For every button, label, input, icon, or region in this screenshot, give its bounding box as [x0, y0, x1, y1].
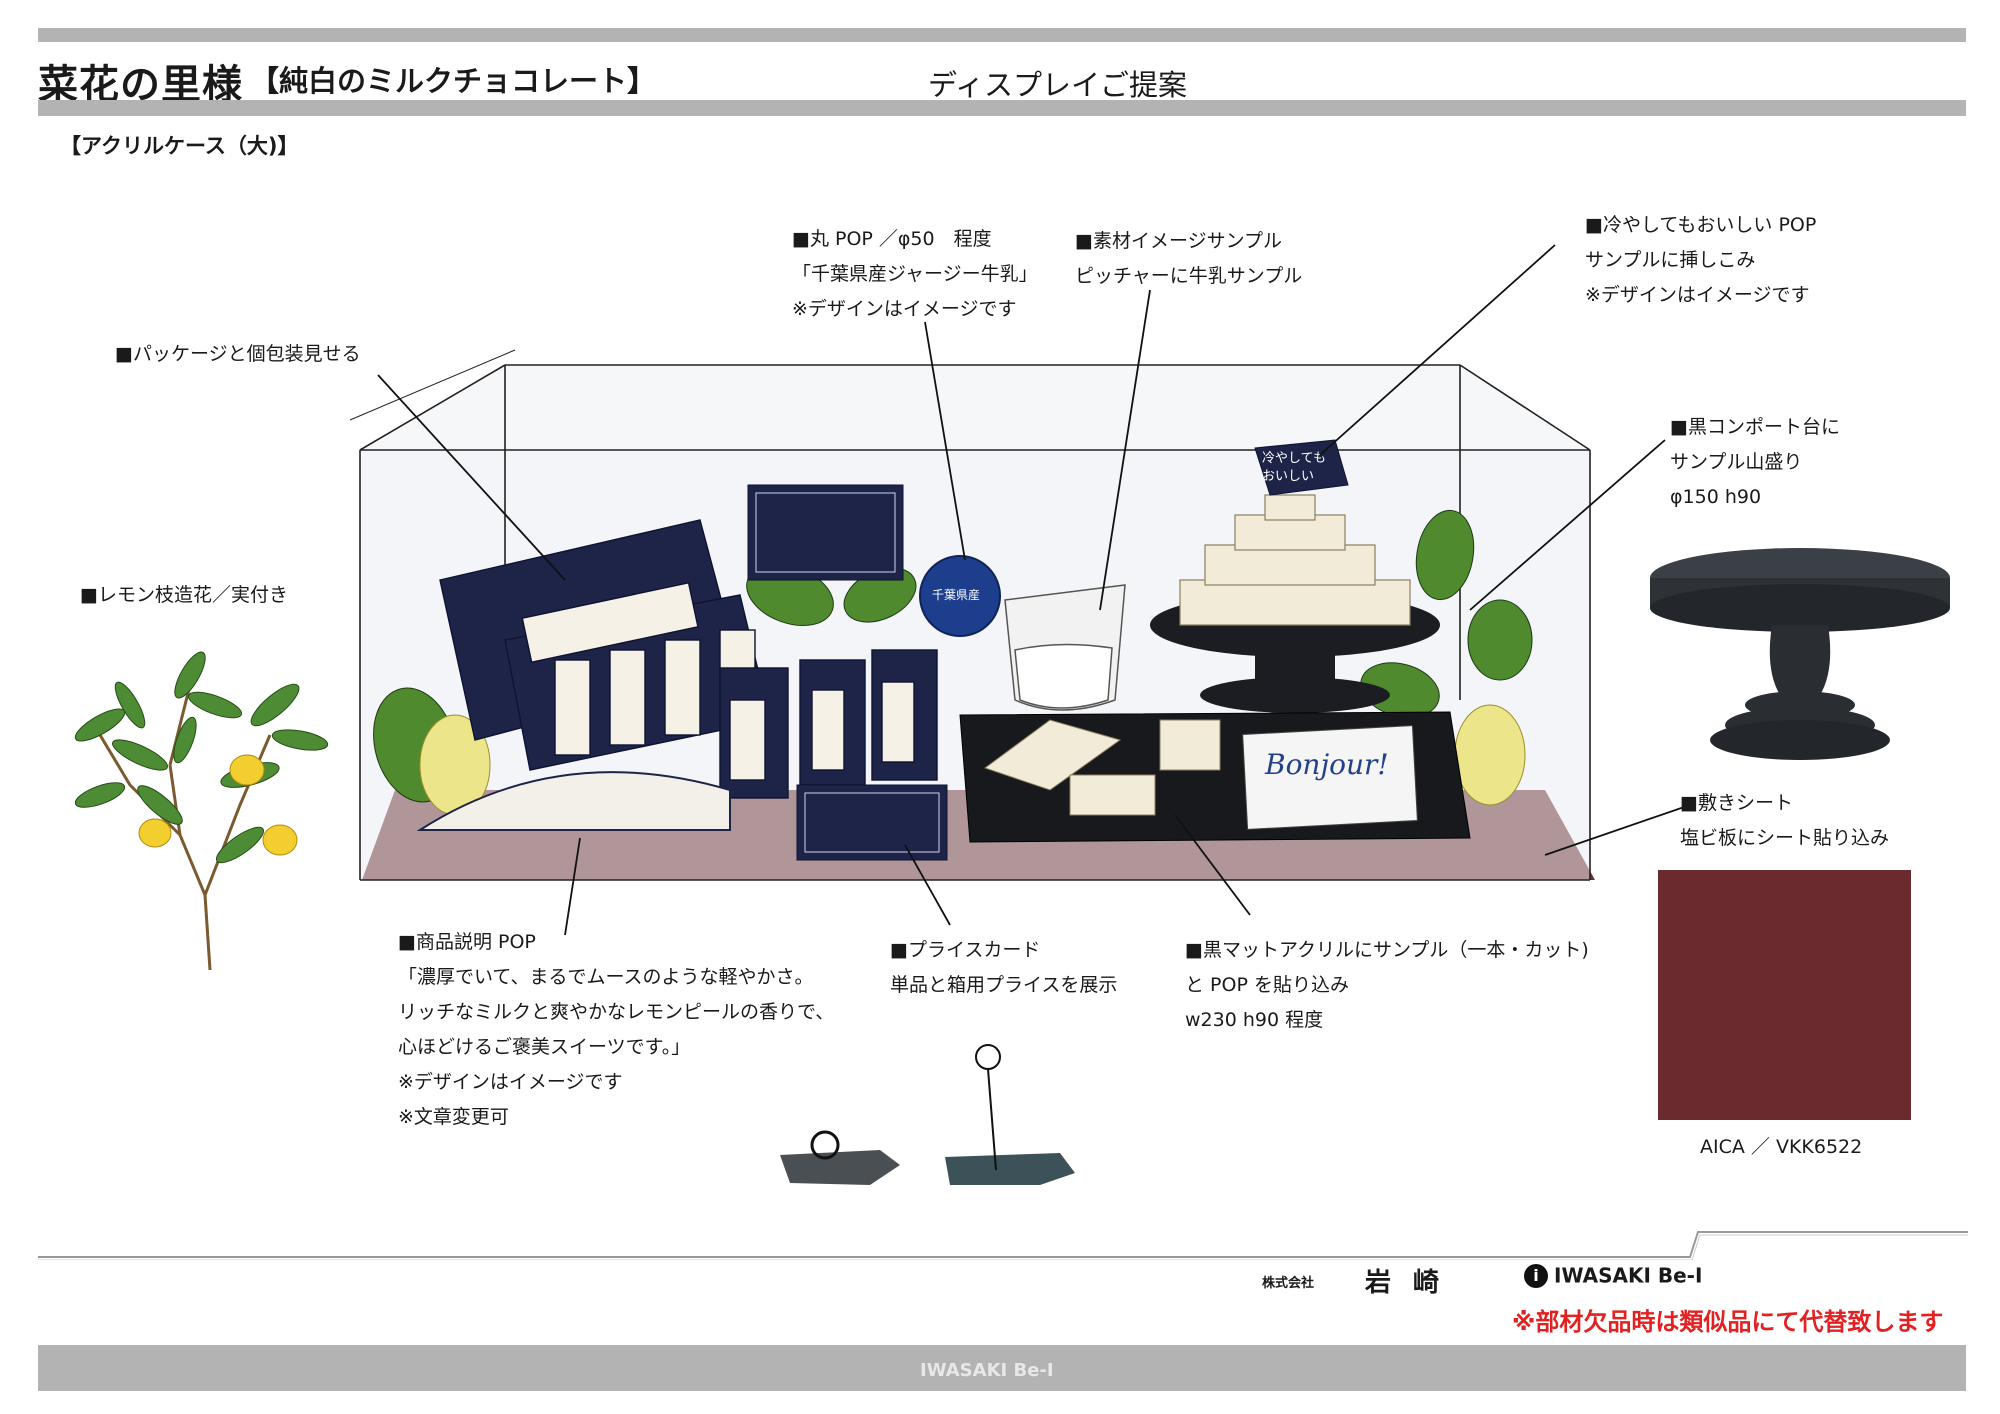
round-pop: [919, 555, 1001, 637]
product-name: 【純白のミルクチョコレート】: [250, 64, 657, 98]
chilled-pop-sign-text: 冷やしても おいしい: [1262, 451, 1326, 484]
footer-bar: [38, 1345, 1966, 1391]
note-black-acrylic: ■黒マットアクリルにサンプル（一本・カット) と POP を貼り込み w230 …: [1185, 939, 1589, 1031]
note-round-pop: ■丸 POP ／φ50 程度 「千葉県産ジャージー牛乳」 ※デザインはイメージで…: [792, 228, 1038, 320]
note-chilled-pop: ■冷やしてもおいしい POP サンプルに挿しこみ ※デザインはイメージです: [1585, 214, 1817, 306]
company-name: 岩崎: [1365, 1268, 1462, 1298]
note-package: ■パッケージと個包装見せる: [115, 343, 361, 365]
price-card-top: [747, 484, 904, 581]
note-price-card: ■プライスカード 単品と箱用プライスを展示: [890, 939, 1118, 996]
logo-text: IWASAKI Be-I: [1554, 1263, 1703, 1288]
sheet-color-swatch: [1658, 870, 1911, 1120]
header-bottom-bar: [38, 100, 1966, 116]
price-card-holders: [780, 1044, 1075, 1185]
note-lemon: ■レモン枝造花／実付き: [80, 584, 288, 606]
logo-mark-icon: i: [1524, 1263, 1548, 1288]
product-description-pop: [416, 771, 731, 831]
note-compote: ■黒コンポート台に サンプル山盛り φ150 h90: [1670, 416, 1840, 508]
document-type: ディスプレイご提案: [928, 68, 1187, 102]
case-lemons: [419, 704, 1526, 816]
substitution-warning: ※部材欠品時は類似品にて代替致します: [1512, 1308, 1944, 1336]
compote-stand-product: [1650, 548, 1950, 760]
price-card-display: [796, 784, 948, 861]
swatch-label: AICA ／ VKK6522: [1700, 1136, 1863, 1158]
milk-pitcher: [1004, 584, 1126, 711]
note-floor-sheet: ■敷きシート 塩ビ板にシート貼り込み: [1680, 792, 1890, 849]
chilled-pop-sign: [1254, 439, 1349, 496]
header-top-bar: [38, 28, 1966, 42]
note-product-pop: ■商品説明 POP 「濃厚でいて、まるでムースのような軽やかさ。 リッチなミルク…: [398, 931, 835, 1128]
note-material-sample: ■素材イメージサンプル ピッチャーに牛乳サンプル: [1075, 230, 1303, 287]
bonjour-card-text: Bonjour!: [1265, 748, 1389, 781]
company-prefix: 株式会社: [1262, 1276, 1315, 1291]
acrylic-case: [349, 349, 1591, 881]
bonjour-card: [1242, 725, 1418, 830]
cut-samples: [983, 719, 1221, 816]
footer-bar-logo: IWASAKI Be-I: [920, 1360, 1054, 1381]
section-label: 【アクリルケース（大)】: [60, 134, 299, 158]
packages: [439, 519, 938, 799]
lemon-branch: [74, 651, 329, 971]
round-pop-text: 千葉県産: [932, 588, 981, 602]
footer-divider: [38, 1231, 1968, 1260]
stacked-samples: [1179, 494, 1411, 626]
